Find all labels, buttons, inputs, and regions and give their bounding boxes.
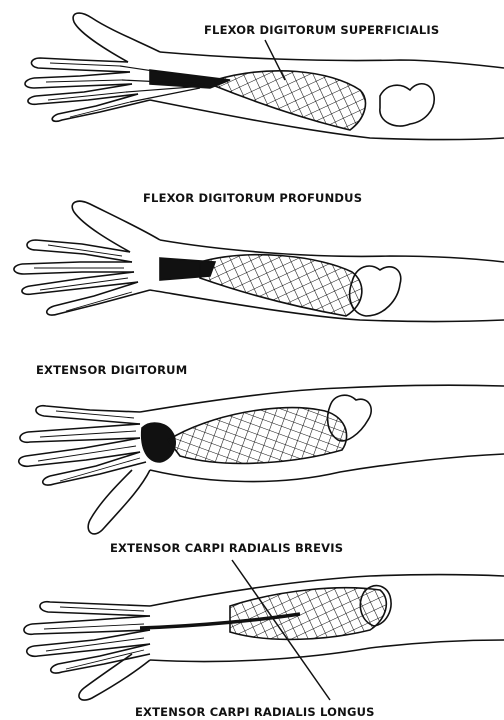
muscle-belly — [200, 255, 362, 316]
thumb-outline — [73, 13, 160, 62]
finger-bones — [24, 602, 150, 673]
label-flexor-profundus: FLEXOR DIGITORUM PROFUNDUS — [143, 191, 362, 205]
thumb-outline — [88, 470, 150, 534]
muscle-belly — [168, 408, 347, 464]
finger-bones — [19, 406, 146, 485]
elbow-bone — [380, 84, 434, 126]
label-ecr-brevis: EXTENSOR CARPI RADIALIS BREVIS — [110, 541, 343, 555]
finger-bones — [14, 240, 150, 315]
label-ecr-longus: EXTENSOR CARPI RADIALIS LONGUS — [135, 705, 375, 719]
panel-extensor-digitorum — [19, 385, 504, 534]
label-extensor-digitorum: EXTENSOR DIGITORUM — [36, 363, 187, 377]
panel-ecr — [24, 575, 504, 701]
label-flexor-superficialis: FLEXOR DIGITORUM SUPERFICIALIS — [204, 23, 439, 37]
panel-flexor-profundus — [14, 201, 504, 321]
muscle-belly — [215, 71, 365, 130]
